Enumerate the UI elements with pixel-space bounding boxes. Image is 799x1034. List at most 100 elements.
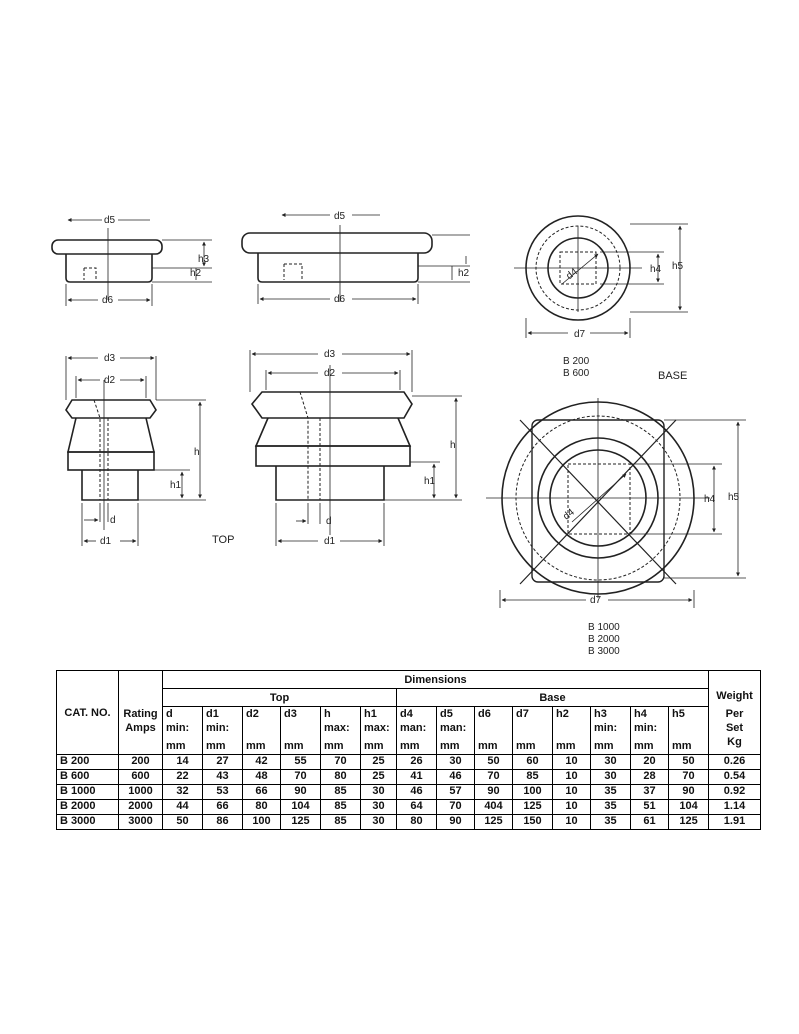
header-h5: h5 — [667, 706, 710, 739]
large-base-plan-view — [486, 398, 746, 608]
cell-rating: 200 — [118, 754, 163, 770]
label-d2-large: d2 — [324, 368, 336, 379]
small-base-body — [65, 254, 153, 283]
unit-d: mm — [162, 738, 203, 755]
cell-h5: 70 — [667, 769, 710, 785]
cell-d3: 55 — [280, 754, 321, 770]
cell-d5: 30 — [436, 754, 475, 770]
unit-d2: mm — [242, 738, 281, 755]
header-weight-rest: Per Set Kg — [708, 706, 762, 755]
label-d7-large: d7 — [590, 595, 602, 606]
base-caption: BASE — [658, 370, 687, 382]
cell-d4: 80 — [396, 814, 437, 830]
cell-d3: 90 — [280, 784, 321, 800]
cell-d4: 46 — [396, 784, 437, 800]
cell-d: 32 — [162, 784, 203, 800]
small-base-plan-view — [514, 215, 688, 338]
cell-d4: 64 — [396, 799, 437, 815]
cell-cat: B 3000 — [56, 814, 119, 830]
dimensions-table: CAT. NO. Dimensions Top Base Weight Rati… — [56, 670, 762, 830]
label-h5-large: h5 — [728, 492, 740, 503]
cell-d1: 53 — [202, 784, 243, 800]
cell-d5: 46 — [436, 769, 475, 785]
cell-d3: 125 — [280, 814, 321, 830]
top-caption: TOP — [212, 534, 234, 546]
large-top-cap — [250, 391, 413, 419]
label-h2-small: h2 — [190, 268, 202, 279]
cell-h: 85 — [320, 814, 361, 830]
cell-d2: 66 — [242, 784, 281, 800]
cell-h2: 10 — [552, 784, 591, 800]
cell-d7: 125 — [512, 799, 553, 815]
cell-d5: 70 — [436, 799, 475, 815]
header-cat-no: CAT. NO. — [56, 670, 119, 755]
header-d3: d3 — [280, 706, 321, 739]
cell-h4: 61 — [630, 814, 669, 830]
label-d6-large: d6 — [334, 294, 346, 305]
cell-d2: 100 — [242, 814, 281, 830]
header-dimensions: Dimensions — [161, 670, 710, 689]
small-base-model-1: B 200 — [563, 356, 590, 367]
cell-h4: 51 — [630, 799, 669, 815]
cell-h5: 104 — [667, 799, 710, 815]
label-d-small: d — [110, 515, 116, 526]
technical-drawings: d5 h3 h2 d6 d5 h2 d6 — [51, 211, 746, 657]
cell-d2: 80 — [242, 799, 281, 815]
cell-h1: 30 — [360, 814, 397, 830]
header-top: Top — [162, 688, 397, 707]
label-d5-small: d5 — [104, 215, 116, 226]
cell-d2: 48 — [242, 769, 281, 785]
cell-h: 85 — [320, 784, 361, 800]
cell-d1: 27 — [202, 754, 243, 770]
cell-rating: 1000 — [118, 784, 163, 800]
cell-d7: 60 — [512, 754, 553, 770]
cell-h3: 35 — [590, 799, 631, 815]
cell-h5: 90 — [667, 784, 710, 800]
label-d1-small: d1 — [100, 536, 112, 547]
large-base-model-2: B 2000 — [588, 634, 620, 645]
cell-d1: 86 — [202, 814, 243, 830]
cell-d5: 90 — [436, 814, 475, 830]
header-base: Base — [395, 688, 710, 707]
cell-cat: B 200 — [56, 754, 119, 770]
cell-d7: 150 — [512, 814, 553, 830]
cell-d3: 104 — [280, 799, 321, 815]
small-top-cap — [65, 399, 157, 419]
cell-d: 22 — [162, 769, 203, 785]
unit-h2: mm — [552, 738, 591, 755]
header-rating: Rating Amps — [118, 706, 163, 755]
cell-weight: 1.14 — [708, 799, 762, 815]
cell-h4: 20 — [630, 754, 669, 770]
label-d6-small: d6 — [102, 295, 114, 306]
cell-h2: 10 — [552, 754, 591, 770]
cell-h1: 25 — [360, 754, 397, 770]
large-base-model-3: B 3000 — [588, 646, 620, 657]
label-h1-large: h1 — [424, 476, 436, 487]
label-h2-large: h2 — [458, 268, 470, 279]
unit-d6: mm — [474, 738, 513, 755]
header-rating-blank-2 — [118, 688, 163, 707]
small-top-ring — [67, 451, 155, 471]
cell-d1: 43 — [202, 769, 243, 785]
small-base-model-2: B 600 — [563, 368, 590, 379]
large-top-ring — [255, 445, 411, 467]
cell-h5: 125 — [667, 814, 710, 830]
header-weight-blank — [708, 670, 762, 689]
header-d2: d2 — [242, 706, 281, 739]
unit-h1: mm — [360, 738, 397, 755]
cell-d6: 125 — [474, 814, 513, 830]
cell-h: 85 — [320, 799, 361, 815]
cell-weight: 0.26 — [708, 754, 762, 770]
cell-weight: 0.54 — [708, 769, 762, 785]
cell-h2: 10 — [552, 799, 591, 815]
large-base-model-1: B 1000 — [588, 622, 620, 633]
label-d5-large: d5 — [334, 211, 346, 222]
cell-h1: 30 — [360, 784, 397, 800]
